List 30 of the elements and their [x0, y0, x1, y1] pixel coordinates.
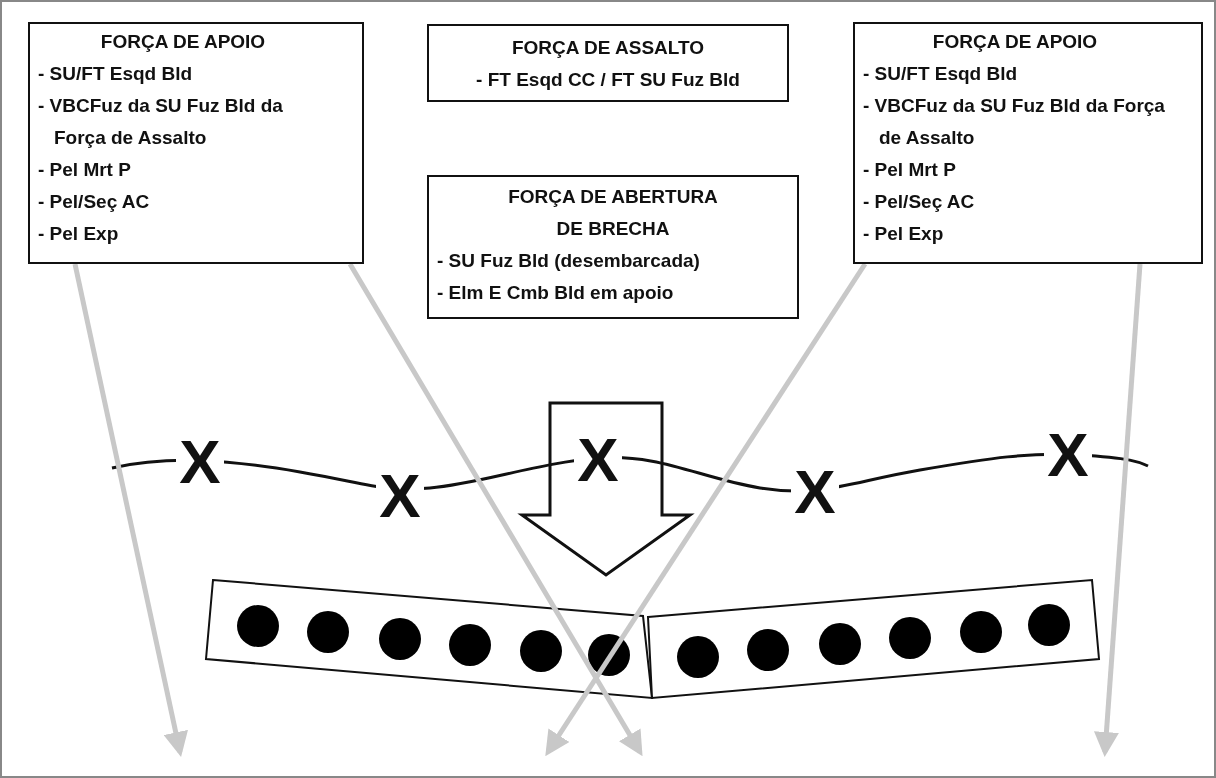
- movement-arrow: [545, 262, 868, 757]
- list-item: - Pel Exp: [863, 222, 945, 246]
- box-heading: FORÇA DE APOIO: [931, 30, 1099, 54]
- list-item: - SU Fuz Bld (desembarcada): [437, 249, 701, 273]
- force-box: [853, 22, 1203, 264]
- force-box: [28, 22, 364, 264]
- list-item: - VBCFuz da SU Fuz Bld da Força de Assalto: [38, 94, 284, 150]
- list-item: - VBCFuz da SU Fuz Bld da Força de Assalto: [863, 94, 1166, 150]
- movement-arrow: [1093, 263, 1143, 757]
- list-item: - Pel Mrt P: [38, 158, 132, 182]
- list-item: - FT Esqd CC / FT SU Fuz Bld: [475, 68, 741, 92]
- force-box: [427, 175, 799, 319]
- obstacle-mark: X: [577, 432, 619, 488]
- movement-arrow: [347, 262, 643, 757]
- list-item: - Pel/Seç AC: [863, 190, 976, 214]
- list-item: - SU/FT Esqd Bld: [38, 62, 194, 86]
- box-heading: FORÇA DE ABERTURA DE BRECHA: [507, 185, 719, 241]
- obstacle-mark: X: [794, 464, 836, 520]
- list-item: - Pel Mrt P: [863, 158, 957, 182]
- list-item: - Pel/Seç AC: [38, 190, 151, 214]
- movement-arrow: [72, 263, 188, 757]
- list-item: - Elm E Cmb Bld em apoio: [437, 281, 675, 305]
- force-box: [427, 24, 789, 102]
- obstacle-mark: X: [1047, 427, 1089, 483]
- obstacle-mark: X: [379, 468, 421, 524]
- obstacle-mark: X: [179, 434, 221, 490]
- list-item: - Pel Exp: [38, 222, 120, 246]
- list-item: - SU/FT Esqd Bld: [863, 62, 1019, 86]
- box-heading: FORÇA DE APOIO: [99, 30, 267, 54]
- box-heading: FORÇA DE ASSALTO: [510, 36, 706, 60]
